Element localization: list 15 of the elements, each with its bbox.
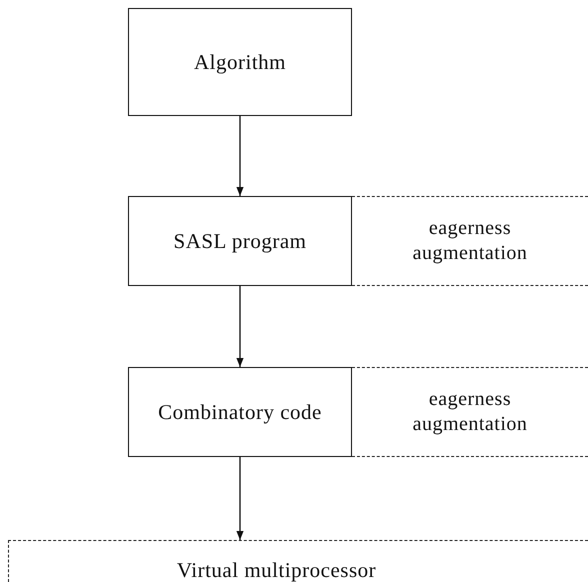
node-label: eagerness augmentation (412, 387, 528, 437)
process-box (128, 196, 352, 286)
node-label: SASL program (174, 228, 306, 254)
arrow (236, 457, 244, 540)
node-label: Algorithm (194, 48, 286, 76)
process-box (128, 8, 352, 116)
node-label: eagerness augmentation (412, 216, 528, 266)
node-label: Combinatory code (158, 398, 322, 426)
process-box (128, 367, 352, 457)
target-region (8, 540, 588, 582)
arrow (236, 116, 244, 196)
annotation-band (352, 367, 588, 457)
arrow (236, 286, 244, 367)
node-label: Virtual multiprocessor (176, 557, 376, 582)
annotation-band (352, 196, 588, 286)
